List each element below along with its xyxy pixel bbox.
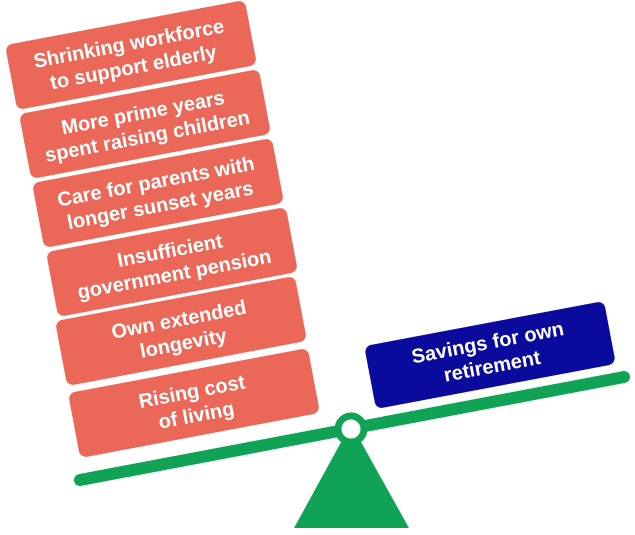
- burden-box-5-bg: [69, 349, 319, 457]
- savings-box-bg: [365, 302, 615, 408]
- burden-box-3-bg: [47, 208, 297, 316]
- burden-box-3: Insufficient government pension: [47, 208, 297, 316]
- pivot-ring: [334, 412, 368, 446]
- burden-box-2-bg: [33, 139, 283, 247]
- fulcrum-triangle: [294, 424, 409, 528]
- burden-box-5: Rising cost of living: [69, 349, 319, 457]
- burden-box-4-bg: [56, 277, 306, 385]
- burden-box-0: Shrinking workforce to support elderly: [6, 1, 256, 109]
- burden-box-0-bg: [6, 1, 256, 109]
- burden-box-1-bg: [20, 70, 270, 178]
- savings-box: Savings for own retirement: [365, 302, 615, 408]
- burden-box-4: Own extended longevity: [56, 277, 306, 385]
